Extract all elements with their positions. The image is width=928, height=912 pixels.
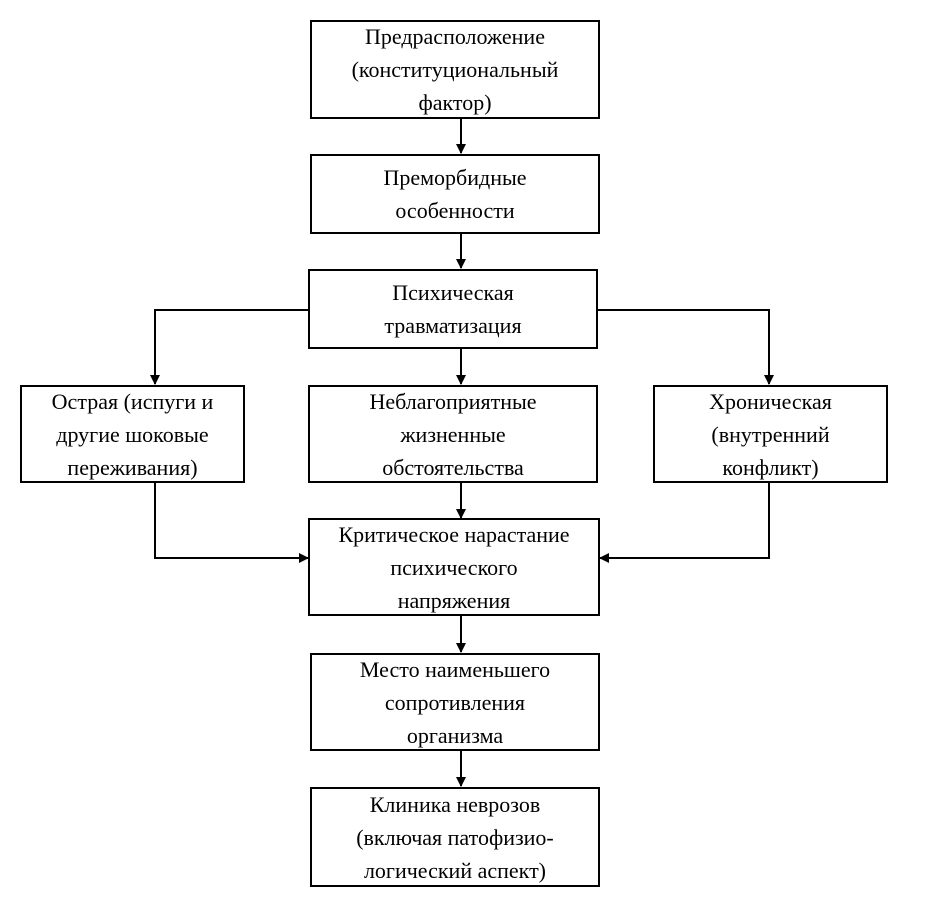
node-predisposition-line-3: фактор): [418, 90, 492, 115]
arrow-trauma-to-acute: [150, 309, 308, 385]
node-unfavorable-line-3: обстоятельства: [382, 454, 524, 480]
node-unfavorable: Неблагоприятные жизненные обстоятельства: [308, 385, 598, 483]
node-chronic-line-1: Хроническая: [709, 388, 832, 414]
node-unfavorable-line-1: Неблагоприятные: [369, 388, 537, 414]
node-acute-line-2: другие шоковые: [56, 421, 209, 447]
node-acute-line-3: переживания): [67, 454, 198, 480]
node-least-resistance-line-2: сопротивления: [384, 689, 526, 715]
node-predisposition: Предрасположение (конституциональный фак…: [310, 20, 600, 119]
node-least-resistance-line-3: организма: [406, 722, 504, 748]
node-chronic-line-2: (внутренний: [711, 421, 830, 447]
node-least-resistance: Место наименьшего сопротивления организм…: [310, 653, 600, 751]
arrow-trauma-to-chronic: [598, 309, 774, 385]
node-critical: Критическое нарастание психического напр…: [308, 518, 600, 616]
node-trauma-line-1: Психическая: [392, 280, 514, 305]
node-chronic-line-3: конфликт): [722, 454, 819, 480]
node-chronic: Хроническая (внутренний конфликт): [653, 385, 888, 483]
node-clinic: Клиника неврозов (включая патофизио- лог…: [310, 787, 600, 887]
node-premorbid-line-2: особенности: [395, 198, 515, 223]
node-trauma-line-2: травматизация: [384, 313, 522, 338]
node-premorbid-line-1: Преморбидные: [383, 165, 527, 190]
node-acute: Острая (испуги и другие шоковые пережива…: [20, 385, 245, 483]
node-critical-line-2: психического: [390, 554, 518, 580]
node-trauma: Психическая травматизация: [308, 269, 598, 349]
node-least-resistance-line-1: Место наименьшего: [359, 656, 551, 682]
node-clinic-line-3: логический аспект): [363, 857, 547, 883]
node-predisposition-line-1: Предрасположение: [364, 24, 545, 49]
arrow-chronic-to-critical: [599, 483, 770, 563]
node-clinic-line-2: (включая патофизио-: [356, 824, 554, 850]
node-premorbid: Преморбидные особенности: [310, 154, 600, 234]
node-predisposition-line-2: (конституциональный: [351, 57, 559, 82]
node-unfavorable-line-2: жизненные: [400, 421, 506, 447]
node-clinic-line-1: Клиника неврозов: [369, 791, 541, 817]
node-critical-line-3: напряжения: [397, 587, 511, 613]
node-acute-line-1: Острая (испуги и: [51, 388, 214, 414]
arrow-acute-to-critical: [154, 483, 309, 563]
node-critical-line-1: Критическое нарастание: [338, 521, 570, 547]
